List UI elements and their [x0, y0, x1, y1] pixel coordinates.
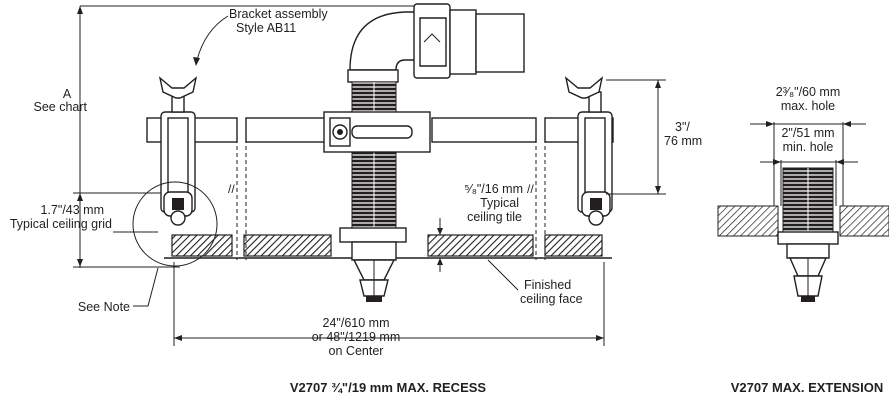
- bracket-left: [158, 76, 198, 226]
- extension-view: [717, 121, 889, 302]
- ceiling-tile-section: [164, 234, 612, 259]
- center-bracket: [323, 111, 431, 153]
- dimension-a: [73, 5, 420, 268]
- svg-text://: //: [228, 182, 235, 196]
- three-in-label-1: 3"/: [675, 120, 690, 134]
- three-in-label-2: 76 mm: [664, 134, 702, 148]
- see-note-label: See Note: [78, 300, 130, 314]
- svg-text://: //: [527, 182, 534, 196]
- ceiling-grid-callout-circle: [132, 181, 218, 267]
- leaders: [113, 15, 519, 307]
- dimension-3in: [606, 79, 666, 195]
- flexible-hose: [347, 3, 525, 233]
- bracket-label-2: Style AB11: [236, 21, 296, 35]
- span-label-2: or 48"/1219 mm: [312, 330, 401, 344]
- bracket-right: [564, 76, 613, 226]
- grid-label-2: Typical ceiling grid: [10, 217, 112, 231]
- max-hole-label-2: max. hole: [781, 99, 835, 113]
- tile-label-1: ⁵⁄₈"/16 mm: [464, 182, 523, 196]
- a-label-1: A: [63, 87, 72, 101]
- finished-label-1: Finished: [524, 278, 571, 292]
- dimension-span: [173, 262, 605, 346]
- max-hole-label-1: 2³⁄₈"/60 mm: [776, 85, 841, 99]
- grid-label-1: 1.7"/43 mm: [41, 203, 105, 217]
- caption-left: V2707 ¾"/19 mm MAX. RECESS: [290, 380, 487, 395]
- min-hole-label-1: 2"/51 mm: [781, 126, 834, 140]
- caption-right: V2707 MAX. EXTENSION: [731, 380, 883, 395]
- tile-label-3: ceiling tile: [467, 210, 522, 224]
- sprinkler-head: [339, 227, 407, 302]
- span-label-1: 24"/610 mm: [323, 316, 390, 330]
- dimension-tile: [437, 218, 443, 272]
- finished-label-2: ceiling face: [520, 292, 583, 306]
- tile-label-2: Typical: [480, 196, 519, 210]
- a-label-2: See chart: [33, 100, 87, 114]
- span-label-3: on Center: [329, 344, 384, 358]
- min-hole-label-2: min. hole: [783, 140, 834, 154]
- bracket-label-1: Bracket assembly: [229, 7, 328, 21]
